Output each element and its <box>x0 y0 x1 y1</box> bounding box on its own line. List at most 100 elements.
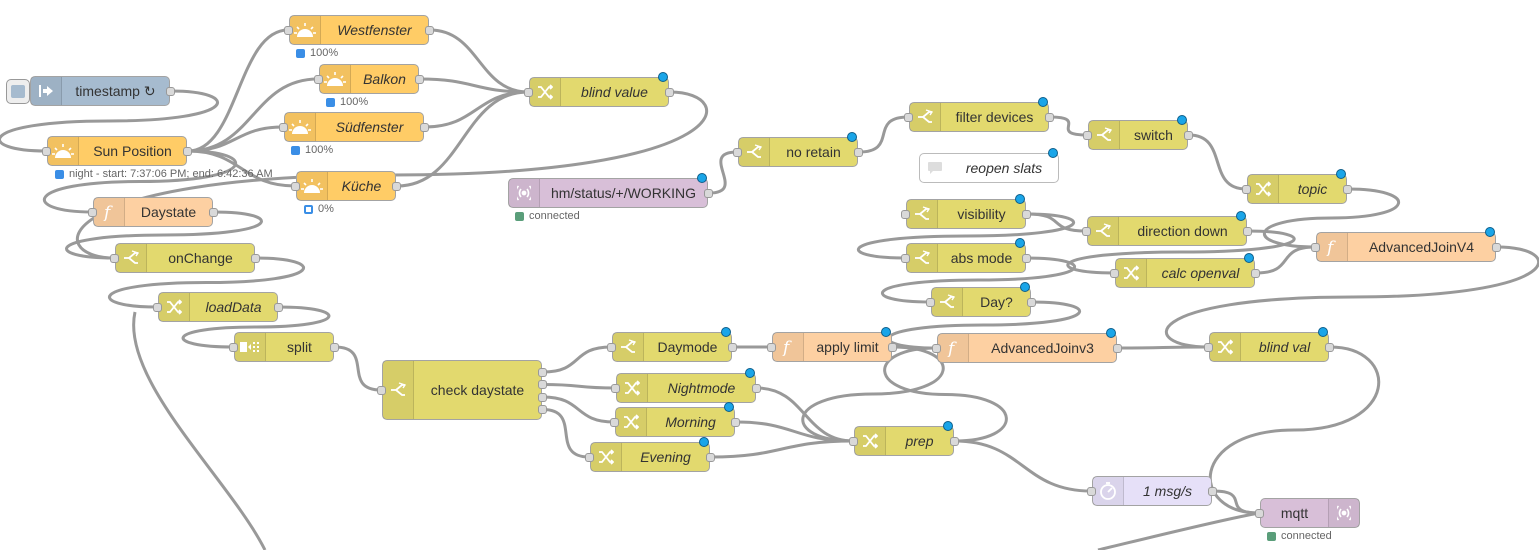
wire[interactable] <box>396 90 529 188</box>
output-port[interactable] <box>330 342 339 352</box>
input-port[interactable] <box>849 436 858 446</box>
output-port[interactable] <box>251 253 260 263</box>
wire[interactable] <box>65 210 263 260</box>
output-port[interactable] <box>538 367 547 377</box>
node-visibility[interactable]: visibility <box>906 199 1026 229</box>
output-port[interactable] <box>274 302 283 312</box>
node-hmstatus[interactable]: hm/status/+/WORKING <box>508 178 708 208</box>
input-port[interactable] <box>42 146 51 156</box>
output-port[interactable] <box>425 25 434 35</box>
input-port[interactable] <box>524 87 533 97</box>
wire[interactable] <box>0 89 219 153</box>
wire[interactable] <box>187 28 289 153</box>
wire[interactable] <box>1188 133 1247 191</box>
output-port[interactable] <box>704 188 713 198</box>
output-port[interactable] <box>752 383 761 393</box>
input-port[interactable] <box>1082 226 1091 236</box>
output-port[interactable] <box>538 392 547 402</box>
input-port[interactable] <box>1242 184 1251 194</box>
output-port[interactable] <box>1251 268 1260 278</box>
input-port[interactable] <box>926 297 935 307</box>
output-port[interactable] <box>1045 112 1054 122</box>
node-day[interactable]: Day? <box>931 287 1031 317</box>
wire[interactable] <box>1255 245 1316 275</box>
output-port[interactable] <box>538 380 547 389</box>
output-port[interactable] <box>665 87 674 97</box>
wire[interactable] <box>108 256 305 309</box>
output-port[interactable] <box>183 146 192 156</box>
input-port[interactable] <box>110 253 119 263</box>
input-port[interactable] <box>1204 342 1213 352</box>
node-blindvalue[interactable]: blind value <box>529 77 669 107</box>
input-port[interactable] <box>901 253 910 263</box>
node-delay[interactable]: 1 msg/s <box>1092 476 1212 506</box>
node-timestamp[interactable]: timestamp ↻ <box>30 76 170 106</box>
node-sunpos[interactable]: Sun Position <box>47 136 187 166</box>
input-port[interactable] <box>904 112 913 122</box>
input-port[interactable] <box>153 302 162 312</box>
wire[interactable] <box>756 386 854 443</box>
inject-button[interactable] <box>6 79 30 104</box>
wire[interactable] <box>1049 115 1088 137</box>
input-port[interactable] <box>1083 130 1092 140</box>
input-port[interactable] <box>279 122 288 132</box>
node-prep[interactable]: prep <box>854 426 954 456</box>
input-port[interactable] <box>1087 486 1096 496</box>
input-port[interactable] <box>1311 242 1320 252</box>
output-port[interactable] <box>854 147 863 157</box>
output-port[interactable] <box>1208 486 1217 496</box>
wire[interactable] <box>542 395 615 424</box>
output-port[interactable] <box>1184 130 1193 140</box>
node-noretain[interactable]: no retain <box>738 137 858 167</box>
output-port[interactable] <box>1243 226 1252 236</box>
node-split[interactable]: split <box>234 332 334 362</box>
output-port[interactable] <box>1022 209 1031 219</box>
wire[interactable] <box>1117 345 1209 350</box>
output-port[interactable] <box>538 405 547 414</box>
input-port[interactable] <box>291 181 300 191</box>
input-port[interactable] <box>610 417 619 427</box>
input-port[interactable] <box>377 385 386 395</box>
node-daymode[interactable]: Daymode <box>612 332 732 362</box>
wire[interactable] <box>1164 245 1539 349</box>
input-port[interactable] <box>607 342 616 352</box>
node-reopenslats[interactable]: reopen slats <box>919 153 1059 183</box>
output-port[interactable] <box>1022 253 1031 263</box>
output-port[interactable] <box>1343 184 1352 194</box>
wire[interactable] <box>43 149 237 214</box>
output-port[interactable] <box>1325 342 1334 352</box>
output-port[interactable] <box>1492 242 1501 252</box>
wire[interactable] <box>542 383 616 390</box>
node-blindval[interactable]: blind val <box>1209 332 1329 362</box>
wire[interactable] <box>181 305 331 349</box>
node-topic[interactable]: topic <box>1247 174 1347 204</box>
node-morning[interactable]: Morning <box>615 407 735 437</box>
node-onchange[interactable]: onChange <box>115 243 255 273</box>
input-port[interactable] <box>314 74 323 84</box>
output-port[interactable] <box>950 436 959 446</box>
wire[interactable] <box>954 439 1092 493</box>
input-port[interactable] <box>284 25 293 35</box>
wire[interactable] <box>1066 229 1296 275</box>
input-port[interactable] <box>733 147 742 157</box>
output-port[interactable] <box>415 74 424 84</box>
wire[interactable] <box>710 439 854 459</box>
output-port[interactable] <box>728 342 737 352</box>
input-port[interactable] <box>901 209 910 219</box>
node-mqtt[interactable]: mqtt <box>1260 498 1360 528</box>
input-port[interactable] <box>229 342 238 352</box>
wire[interactable] <box>708 150 738 195</box>
node-nightmode[interactable]: Nightmode <box>616 373 756 403</box>
node-suedfenster[interactable]: Südfenster <box>284 112 424 142</box>
input-port[interactable] <box>1110 268 1119 278</box>
wire[interactable] <box>542 345 612 374</box>
wire[interactable] <box>429 28 529 94</box>
output-port[interactable] <box>209 207 218 217</box>
wire[interactable] <box>132 311 267 550</box>
wire[interactable] <box>334 345 382 392</box>
wire[interactable] <box>857 212 1075 260</box>
